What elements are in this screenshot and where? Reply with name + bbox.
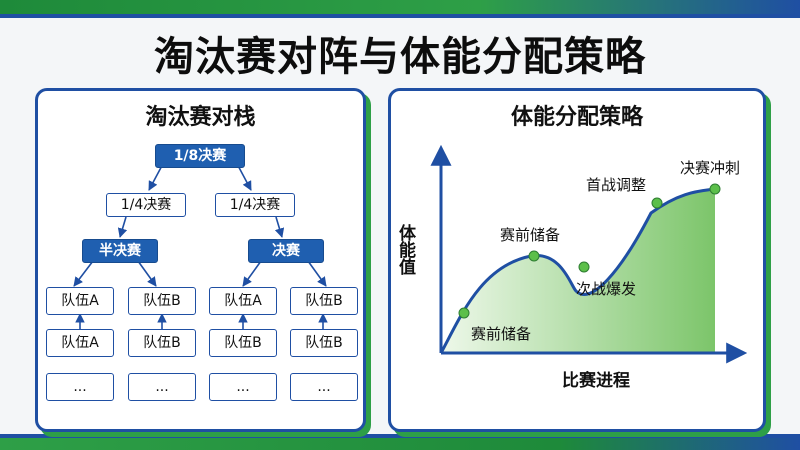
team-node: 队伍B — [209, 329, 277, 357]
point-label-4: 首战调整 — [586, 176, 646, 194]
semifinal-node: 半决赛 — [82, 239, 158, 263]
bracket-heading: 淘汰赛对栈 — [145, 105, 256, 130]
point-label-2: 赛前储备 — [500, 226, 560, 244]
bracket-panel: 淘汰赛对栈 1/8决赛 1/4决赛 1/4决赛 半决赛 — [35, 88, 366, 432]
bottom-band — [0, 438, 800, 450]
placeholder-node: ... — [209, 373, 277, 401]
stamina-chart: 体能值 比赛进程 赛前储备 赛前储备 次战爆发 首战调整 决赛冲刺 — [395, 144, 748, 391]
point-label-3: 次战爆发 — [576, 280, 636, 298]
stamina-heading: 体能分配策略 — [510, 105, 643, 130]
page-title: 淘汰赛对阵与体能分配策略 — [154, 34, 646, 80]
placeholder-node: ... — [290, 373, 358, 401]
point-1 — [458, 307, 470, 319]
team-node: 队伍B — [290, 287, 358, 315]
arrow-semi-team-a — [73, 260, 94, 287]
point-3 — [578, 261, 590, 273]
top-band — [0, 0, 800, 14]
team-node: 队伍A — [46, 287, 114, 315]
team-node: 队伍A — [209, 287, 277, 315]
stamina-panel: 体能分配策略 体能值 比赛进程 赛前储备 赛前储备 次战爆发 首战调整 决赛冲刺 — [388, 88, 766, 432]
team-node: 队伍B — [290, 329, 358, 357]
team-node: 队伍A — [46, 329, 114, 357]
stamina-curve — [439, 187, 716, 354]
round-of-16-node: 1/8决赛 — [155, 144, 245, 168]
y-axis-label: 体能值 — [395, 223, 416, 276]
point-4 — [651, 197, 663, 209]
arrow-final-team-b — [307, 260, 327, 287]
arrow-qf-final — [274, 216, 285, 238]
team-node: 队伍B — [128, 329, 196, 357]
point-label-5: 决赛冲刺 — [680, 159, 740, 177]
arrow-qf-semi — [117, 216, 128, 238]
placeholder-node: ... — [128, 373, 196, 401]
bottom-band-accent — [0, 434, 800, 438]
team-node: 队伍B — [128, 287, 196, 315]
top-band-accent — [0, 14, 800, 18]
quarterfinal-node-right: 1/4决赛 — [215, 193, 295, 217]
x-axis-label: 比赛进程 — [562, 370, 630, 391]
point-label-1: 赛前储备 — [471, 325, 531, 343]
arrow-semi-team-b — [137, 260, 157, 287]
stamina-area — [441, 189, 715, 353]
placeholder-node: ... — [46, 373, 114, 401]
quarterfinal-node-left: 1/4决赛 — [106, 193, 186, 217]
point-5 — [709, 183, 721, 195]
point-2 — [528, 250, 540, 262]
arrow-final-team-a — [242, 260, 262, 287]
final-node: 决赛 — [248, 239, 324, 263]
